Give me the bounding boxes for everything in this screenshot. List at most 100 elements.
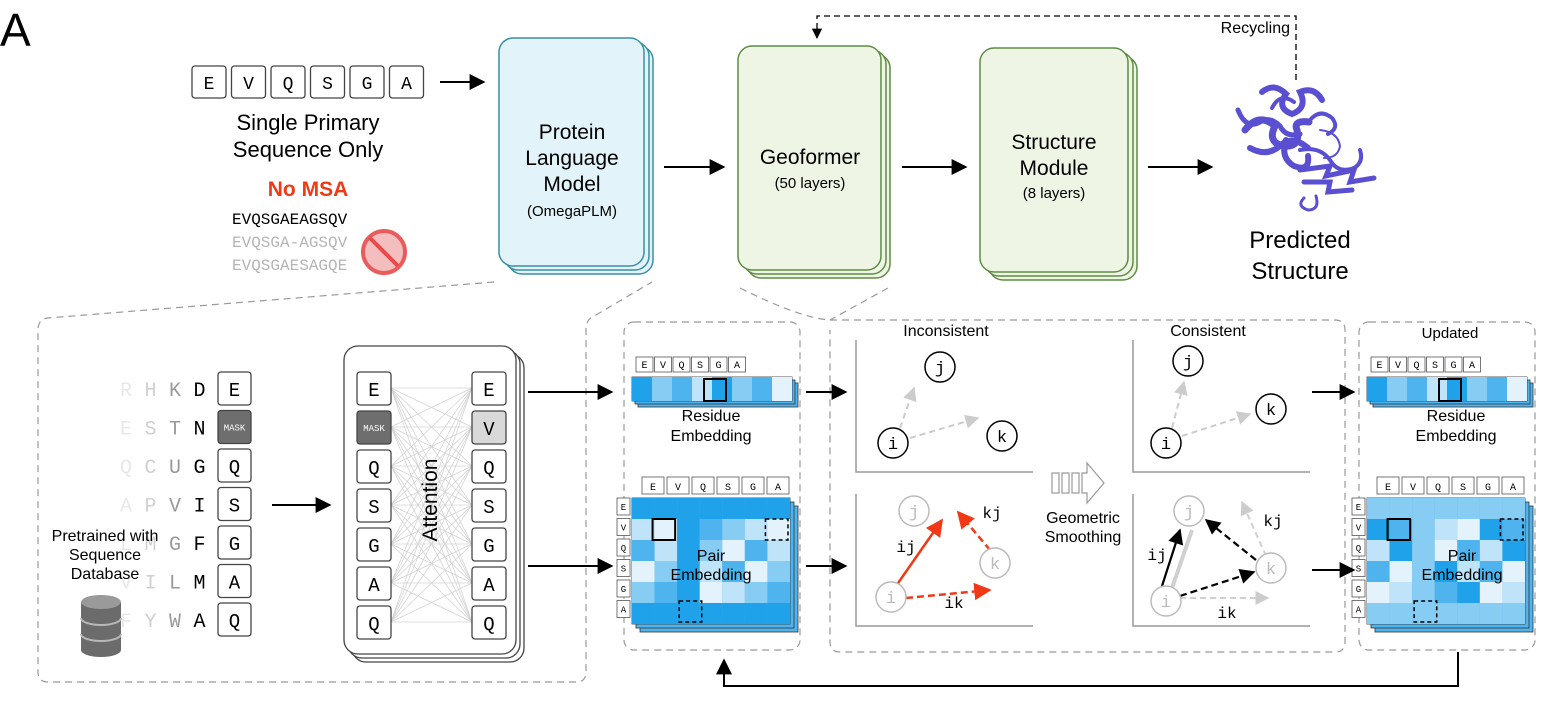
residue-token: S: [697, 361, 703, 372]
pair-embedding-cell: [1412, 582, 1435, 603]
context-residue: T: [169, 419, 181, 442]
plm-title-line2: Language: [525, 147, 618, 170]
pair-embedding-cell: [722, 540, 745, 561]
sequence-token-box: [191, 65, 227, 99]
consistent-residue-edges: [1171, 380, 1252, 437]
residue-highlight: [703, 378, 727, 402]
geoformer-subtitle: (50 layers): [775, 175, 846, 192]
pair-embedding-cell: [767, 603, 790, 624]
sequence-token-box: [349, 65, 385, 99]
pair-embedding-cell: [1457, 582, 1480, 603]
pair-embedding-cell: [1412, 540, 1435, 561]
pair-embedding-cell: [1367, 603, 1390, 624]
pair-embedding-cell: [744, 540, 768, 561]
pair-column-token: A: [1510, 483, 1516, 494]
pair-embedding-cell: [677, 498, 700, 519]
context-residue: F: [193, 534, 205, 557]
attention-token: Q: [483, 614, 494, 636]
attention-token-box: [356, 488, 392, 523]
sequence-token: A: [401, 75, 412, 95]
pair-row-token-box: [1351, 600, 1366, 618]
pair-embedding-cell: [1502, 540, 1525, 561]
residue-embedding-cell: [672, 377, 692, 401]
pair-embedding-cell: [699, 561, 723, 582]
pair-embedding-cell: [632, 519, 655, 540]
pair-embedding-cell: [1502, 582, 1525, 603]
pair-embedding-cell: [677, 561, 700, 582]
pair-column-token: V: [675, 483, 681, 494]
context-residue: R: [120, 380, 132, 403]
attention-token: A: [368, 575, 380, 597]
pair-column-token: A: [775, 483, 781, 494]
svg-text:j: j: [1184, 504, 1194, 523]
pair-embedding-cell: [1479, 582, 1503, 603]
pair-embedding-cell: [677, 603, 700, 624]
pair-row-token-box: [1351, 538, 1366, 557]
attention-token-box: [356, 566, 392, 601]
geometric-smoothing-label2: Smoothing: [1045, 529, 1122, 546]
pair-embedding-cell: [1479, 519, 1503, 540]
pair-embedding-label2: Embedding: [671, 567, 752, 584]
node-k-pair-consistent: k: [1255, 552, 1287, 584]
pair-embedding-cell: [744, 561, 768, 582]
pair-column-token: S: [725, 483, 731, 494]
svg-text:k: k: [1266, 402, 1276, 421]
structure-module-subtitle: (8 layers): [1023, 185, 1086, 202]
pair-embedding-cell: [744, 519, 768, 540]
residue-embedding-cell: [1467, 377, 1487, 401]
plm-block: [498, 37, 654, 275]
pair-row-token: E: [621, 503, 626, 513]
node-i-pair-inconsistent: i: [875, 581, 907, 613]
inconsistent-residue-edges: [899, 386, 980, 439]
attention-token-box: [471, 488, 507, 523]
residue-token-box: [654, 356, 672, 373]
pair-embedding-cell: [632, 603, 655, 624]
pair-embedding-cell: [699, 498, 723, 519]
sequence-token-box: [270, 65, 306, 99]
context-residue: C: [144, 457, 156, 480]
pair-column-token-box: [691, 476, 715, 495]
inconsistent-label: Inconsistent: [903, 323, 989, 340]
recycling-label: Recycling: [1221, 20, 1290, 37]
pair-row-token: G: [621, 585, 626, 595]
pair-row-token-box: [616, 538, 631, 557]
context-residue: I: [193, 496, 205, 519]
pair-column-token-box: [1476, 476, 1500, 495]
residue-embedding-cell: [1487, 377, 1507, 401]
token-box: [217, 486, 252, 522]
pair-row-token-box: [1351, 579, 1366, 598]
pair-embedding-cell: [632, 498, 655, 519]
pair-row-token-box: [616, 600, 631, 618]
attention-token: V: [483, 419, 495, 441]
pair-row-token-box: [1351, 518, 1366, 536]
residue-token-box: [1444, 356, 1463, 373]
pair-embedding-cell: [1434, 603, 1458, 624]
sequence-token: S: [322, 75, 333, 95]
pair-embedding-cell: [1389, 561, 1413, 582]
token-box: [217, 602, 252, 637]
db-label-line3: Database: [71, 566, 140, 583]
pair-embedding-cell: [1502, 498, 1525, 519]
token-box: [217, 563, 252, 599]
pair-embedding-cell: [1412, 519, 1435, 540]
attention-label: Attention: [419, 459, 442, 542]
input-embedding-outline: [623, 321, 801, 651]
node-i-inconsistent: i: [877, 427, 909, 459]
context-residue: U: [169, 457, 181, 480]
db-label-line2: Sequence: [69, 547, 141, 564]
residue-embedding-cell: [1387, 377, 1407, 401]
context-residue: A: [193, 611, 205, 634]
pair-row-token: A: [1356, 606, 1362, 616]
attention-edge: [390, 387, 473, 584]
pair-embedding-cell: [1412, 603, 1435, 624]
pair-embedding-cell: [677, 540, 700, 561]
consistent-label: Consistent: [1170, 323, 1246, 340]
pair-column-token-box: [741, 476, 765, 495]
svg-text:j: j: [935, 360, 945, 379]
predicted-label-line2: Structure: [1251, 258, 1348, 285]
context-residue: Q: [120, 457, 132, 480]
updated-residue-label2: Embedding: [1416, 428, 1497, 445]
